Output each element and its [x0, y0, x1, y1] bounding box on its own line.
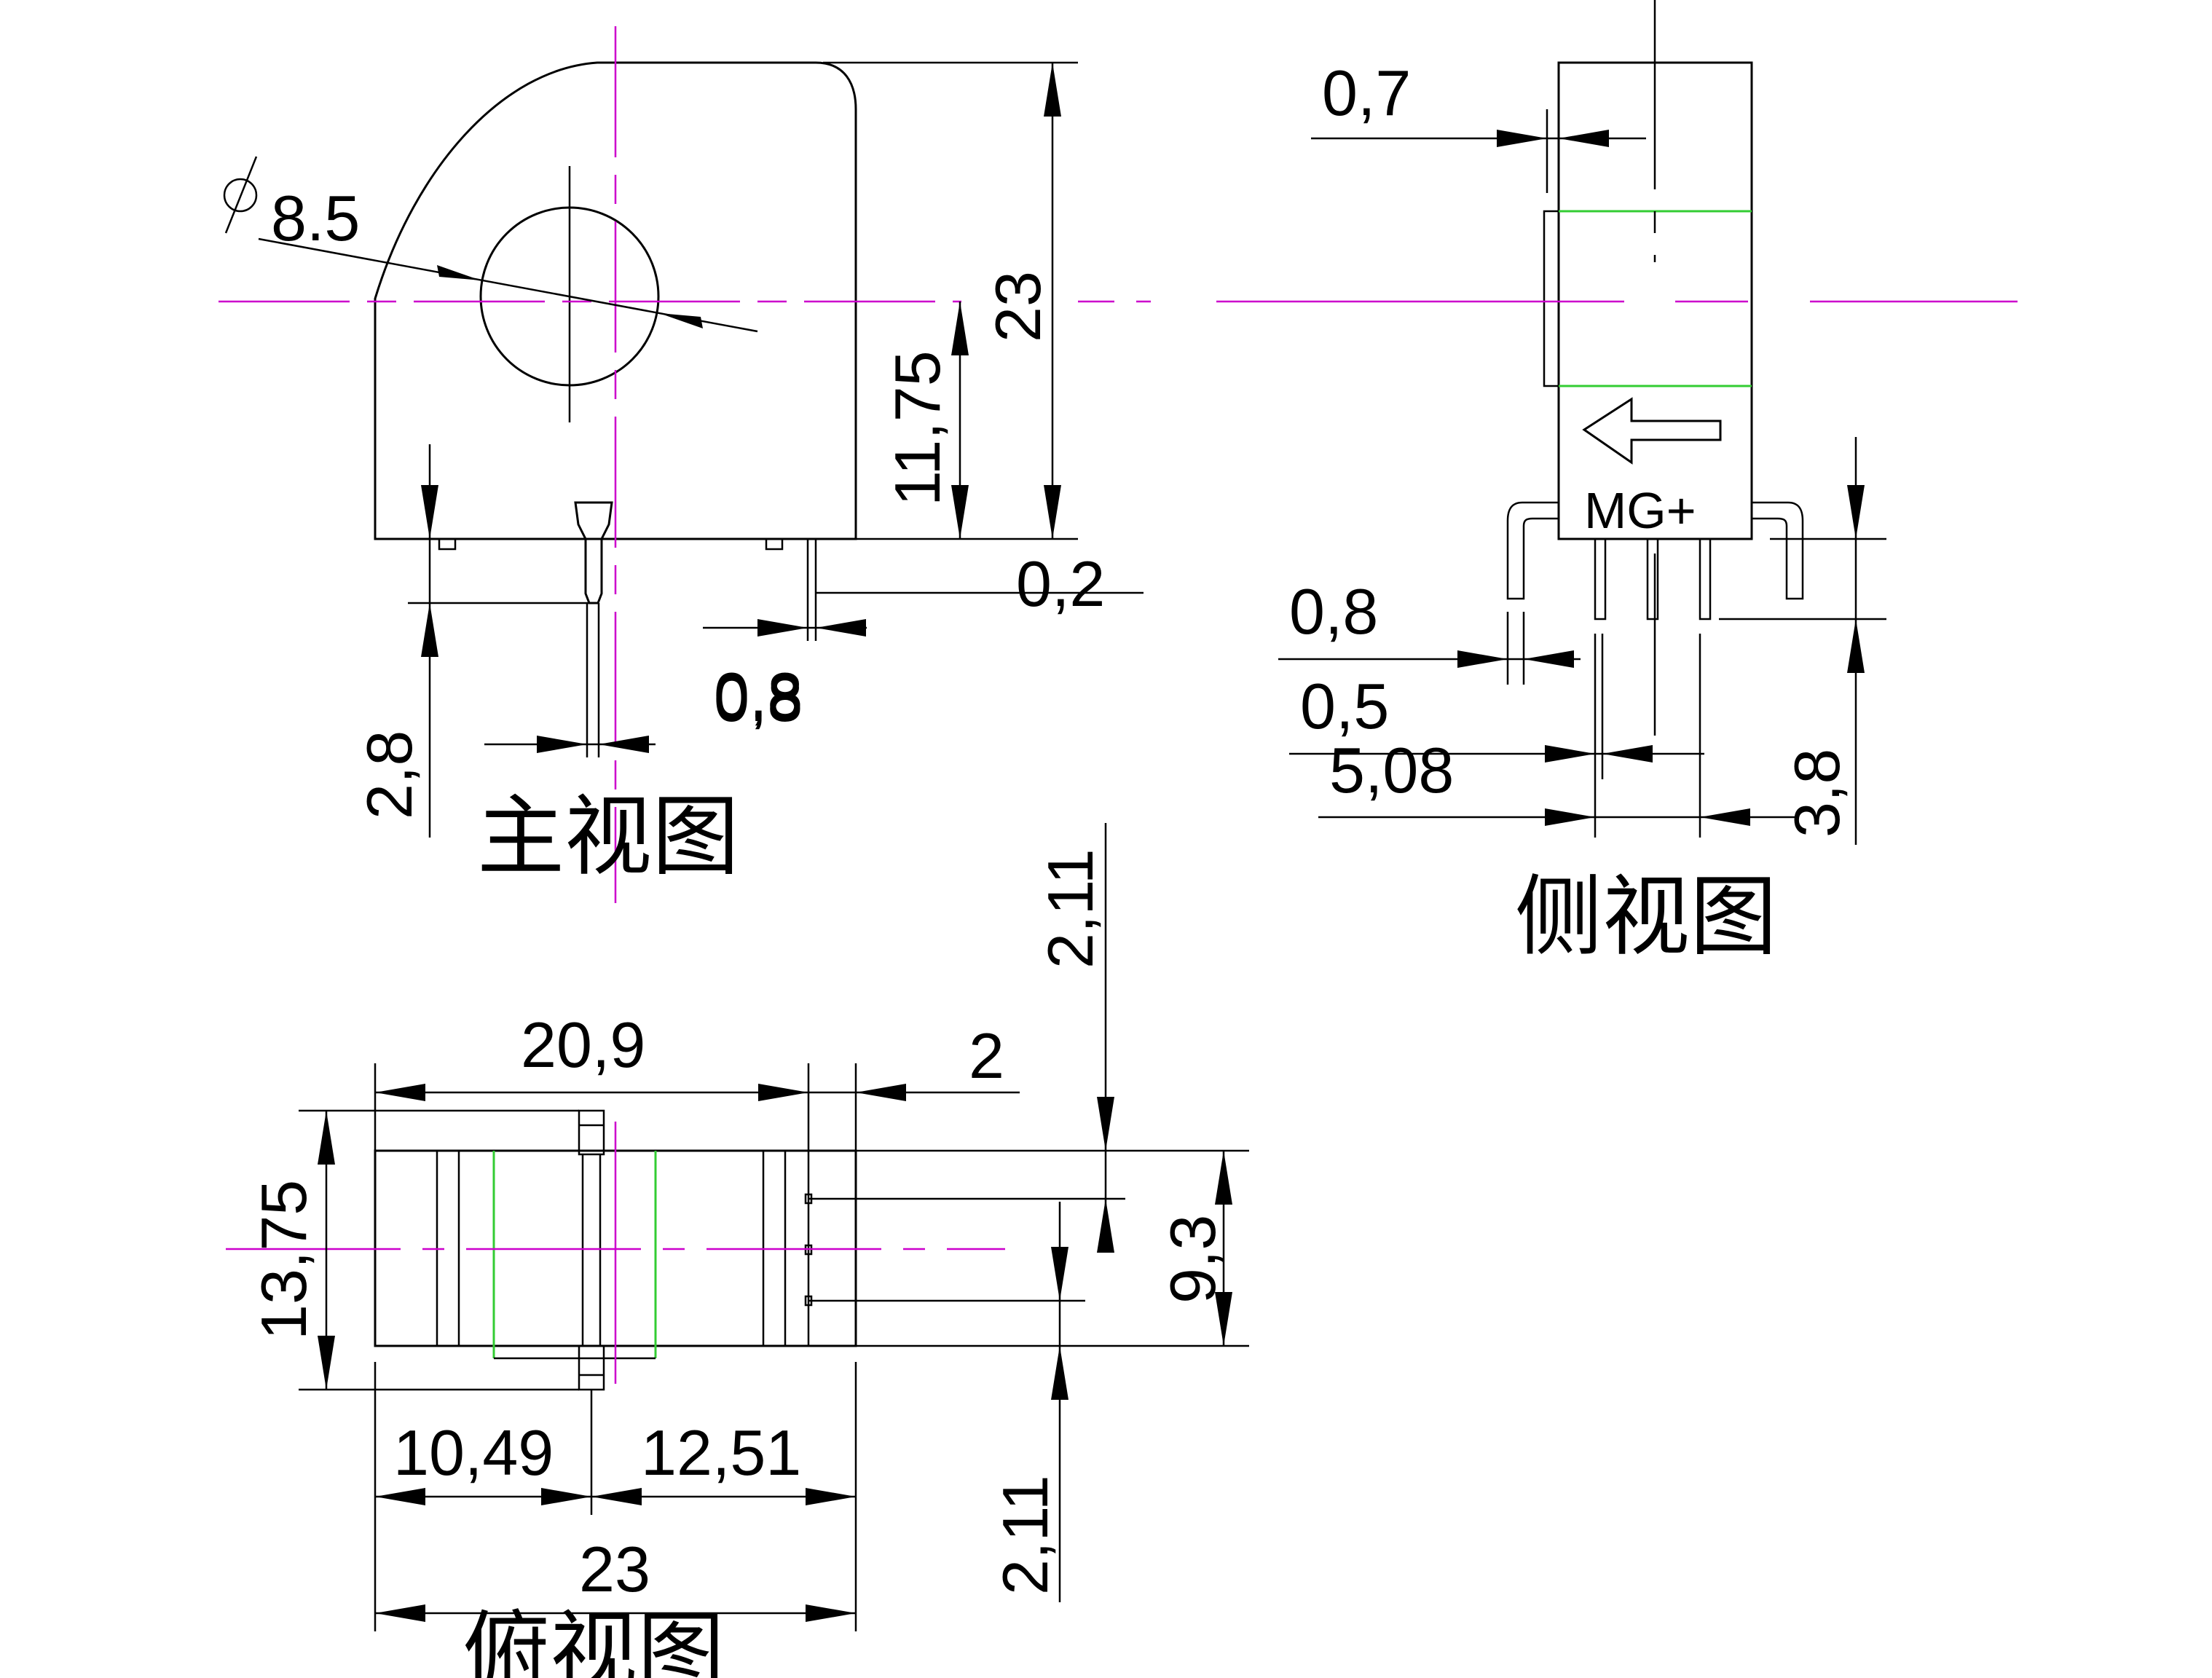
dim-top-left-to-center: 10,49 [393, 1417, 554, 1489]
dim-front-pin-length: 2,8 [353, 730, 425, 819]
side-bent-pin-left [1506, 501, 1559, 600]
dim-top-width: 13,75 [248, 1180, 320, 1340]
dim-side-wall: 0,7 [1322, 57, 1411, 129]
top-view-caption: 俯视图 [463, 1602, 725, 1678]
side-view-caption: 侧视图 [1515, 867, 1777, 968]
current-direction-arrow [1582, 397, 1722, 465]
dim-side-pin-width: 0,8 [1289, 575, 1378, 647]
dim-side-pin-length: 3,8 [1781, 749, 1853, 838]
side-pin-2 [1646, 537, 1659, 621]
dim-top-pin-margin-top: 2,11 [1034, 848, 1106, 969]
front-view: 8.5 23 11,75 0,2 0,8 0,8 2,8 主视图 [219, 26, 1151, 903]
dim-top-center-to-right: 12,51 [641, 1417, 801, 1489]
side-pin-1 [1594, 537, 1607, 621]
diameter-symbol [223, 178, 258, 213]
dim-top-tab: 2 [969, 1020, 1004, 1092]
side-view: MG+ 0,7 0,8 0,5 5,08 [1216, 0, 2018, 968]
front-pad-right [765, 537, 784, 551]
top-pin-slot-bottom [578, 1344, 605, 1391]
side-pin-3 [1699, 537, 1712, 621]
dim-side-pin-thickness: 0,5 [1300, 670, 1389, 742]
dim-left-pin-width: 0,8 [714, 663, 803, 735]
side-bent-pin-right [1752, 501, 1804, 600]
dim-pin-offset: 0,2 [1016, 548, 1105, 620]
top-pin-slot-top [578, 1109, 605, 1156]
front-body-outline [374, 61, 857, 540]
dim-center-height: 11,75 [881, 350, 953, 506]
dim-side-pin-pitch: 5,08 [1329, 734, 1454, 806]
dim-top-pin-span: 9,3 [1157, 1215, 1229, 1304]
side-recess [1543, 210, 1560, 387]
dim-front-height: 23 [982, 271, 1054, 342]
front-view-caption: 主视图 [477, 787, 739, 888]
front-pin-left [574, 501, 613, 604]
front-pad-left [438, 537, 457, 551]
side-marking: MG+ [1584, 482, 1696, 539]
dim-right-pin-width: 0,8 [714, 659, 803, 731]
dim-top-total-length: 23 [579, 1533, 650, 1605]
dim-top-pin-margin-bottom: 2,11 [989, 1475, 1061, 1595]
dim-hole-diameter: 8.5 [271, 182, 360, 254]
dim-top-inner-length: 20,9 [521, 1009, 645, 1081]
top-view: 20,9 2 13,75 9,3 2,11 2,11 [226, 823, 1249, 1678]
